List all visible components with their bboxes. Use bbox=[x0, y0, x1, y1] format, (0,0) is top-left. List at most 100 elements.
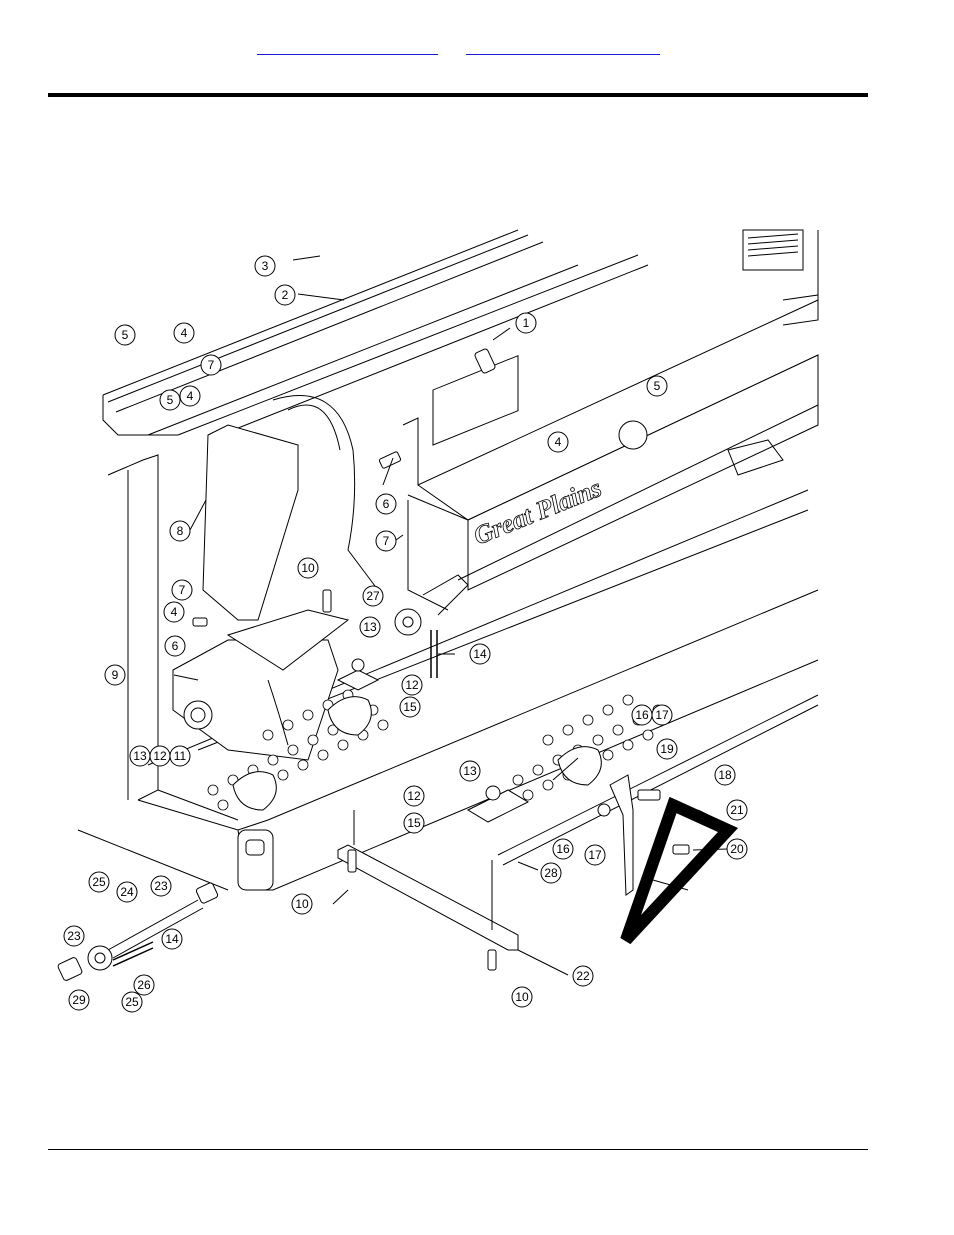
svg-text:29: 29 bbox=[72, 993, 86, 1007]
callout-21: 21 bbox=[727, 800, 747, 820]
callout-7c: 7 bbox=[172, 580, 192, 600]
svg-text:24: 24 bbox=[120, 885, 134, 899]
svg-text:22: 22 bbox=[576, 969, 590, 983]
svg-text:14: 14 bbox=[473, 647, 487, 661]
svg-text:16: 16 bbox=[556, 842, 570, 856]
callout-16a: 16 bbox=[632, 705, 652, 725]
gearbox bbox=[173, 610, 348, 760]
svg-text:10: 10 bbox=[515, 990, 529, 1004]
footer-rule bbox=[48, 1149, 868, 1150]
svg-text:17: 17 bbox=[588, 848, 602, 862]
svg-text:10: 10 bbox=[295, 897, 309, 911]
svg-text:4: 4 bbox=[187, 389, 194, 403]
svg-text:13: 13 bbox=[133, 749, 147, 763]
callout-16b: 16 bbox=[553, 839, 573, 859]
callout-7b: 7 bbox=[376, 531, 396, 551]
callout-6b: 6 bbox=[165, 636, 185, 656]
callout-4c: 4 bbox=[548, 432, 568, 452]
header-link-1[interactable] bbox=[257, 40, 438, 55]
callout-1: 1 bbox=[516, 313, 536, 333]
callout-13b: 13 bbox=[130, 746, 150, 766]
callout-3: 3 bbox=[255, 256, 275, 276]
hopper: Great Plains bbox=[403, 230, 818, 610]
parts-diagram: Great Plains bbox=[48, 190, 838, 1030]
callout-22: 22 bbox=[573, 966, 593, 986]
callout-11: 11 bbox=[170, 746, 190, 766]
callout-23b: 23 bbox=[64, 926, 84, 946]
callout-4d: 4 bbox=[164, 602, 184, 622]
callout-15a: 15 bbox=[400, 697, 420, 717]
callout-10b: 10 bbox=[292, 894, 312, 914]
svg-text:15: 15 bbox=[403, 700, 417, 714]
svg-text:20: 20 bbox=[730, 842, 744, 856]
callout-25b: 25 bbox=[122, 992, 142, 1012]
svg-text:7: 7 bbox=[208, 358, 215, 372]
svg-text:10: 10 bbox=[301, 561, 315, 575]
svg-text:17: 17 bbox=[655, 708, 669, 722]
chain-guard bbox=[203, 396, 378, 620]
callout-5b: 5 bbox=[160, 390, 180, 410]
svg-text:7: 7 bbox=[383, 534, 390, 548]
svg-text:12: 12 bbox=[153, 749, 167, 763]
callout-8: 8 bbox=[170, 521, 190, 541]
callout-15b: 15 bbox=[404, 813, 424, 833]
callout-9: 9 bbox=[105, 665, 125, 685]
callout-6a: 6 bbox=[376, 494, 396, 514]
callout-5c: 5 bbox=[647, 376, 667, 396]
callout-17b: 17 bbox=[585, 845, 605, 865]
svg-text:25: 25 bbox=[125, 995, 139, 1009]
svg-text:19: 19 bbox=[660, 742, 674, 756]
svg-text:5: 5 bbox=[654, 379, 661, 393]
svg-text:6: 6 bbox=[172, 639, 179, 653]
callout-28: 28 bbox=[541, 863, 561, 883]
svg-text:1: 1 bbox=[523, 316, 530, 330]
callout-26: 26 bbox=[134, 975, 154, 995]
svg-text:4: 4 bbox=[181, 326, 188, 340]
callout-19: 19 bbox=[657, 739, 677, 759]
drive-chain bbox=[431, 630, 437, 678]
callout-4a: 4 bbox=[174, 323, 194, 343]
svg-text:23: 23 bbox=[67, 929, 81, 943]
svg-text:12: 12 bbox=[407, 789, 421, 803]
header-link-2[interactable] bbox=[466, 40, 660, 55]
svg-text:16: 16 bbox=[635, 708, 649, 722]
callout-13a: 13 bbox=[360, 617, 380, 637]
svg-text:5: 5 bbox=[167, 393, 174, 407]
svg-text:18: 18 bbox=[718, 768, 732, 782]
callout-23a: 23 bbox=[151, 876, 171, 896]
callout-12c: 12 bbox=[404, 786, 424, 806]
svg-text:14: 14 bbox=[165, 932, 179, 946]
svg-text:2: 2 bbox=[282, 288, 289, 302]
callout-2: 2 bbox=[275, 285, 295, 305]
svg-text:26: 26 bbox=[137, 978, 151, 992]
lower-bracket bbox=[338, 810, 518, 950]
callout-18: 18 bbox=[715, 765, 735, 785]
callout-27: 27 bbox=[363, 586, 383, 606]
callout-29: 29 bbox=[69, 990, 89, 1010]
svg-text:5: 5 bbox=[122, 328, 129, 342]
svg-text:15: 15 bbox=[407, 816, 421, 830]
callout-14a: 14 bbox=[470, 644, 490, 664]
callout-10c: 10 bbox=[512, 987, 532, 1007]
callout-4b: 4 bbox=[180, 386, 200, 406]
svg-text:21: 21 bbox=[730, 803, 744, 817]
svg-text:25: 25 bbox=[92, 875, 106, 889]
header-rule bbox=[48, 93, 868, 97]
svg-text:4: 4 bbox=[171, 605, 178, 619]
svg-text:6: 6 bbox=[383, 497, 390, 511]
callout-14b: 14 bbox=[162, 929, 182, 949]
svg-text:12: 12 bbox=[405, 678, 419, 692]
svg-text:28: 28 bbox=[544, 866, 558, 880]
callout-20: 20 bbox=[727, 839, 747, 859]
callout-10a: 10 bbox=[298, 558, 318, 578]
svg-text:11: 11 bbox=[174, 749, 187, 763]
callout-5a: 5 bbox=[115, 325, 135, 345]
callout-12a: 12 bbox=[402, 675, 422, 695]
svg-text:3: 3 bbox=[262, 259, 269, 273]
smv-bracket bbox=[598, 775, 633, 895]
svg-text:7: 7 bbox=[179, 583, 186, 597]
svg-text:13: 13 bbox=[463, 764, 477, 778]
bearing-plate bbox=[338, 659, 528, 822]
callout-7a: 7 bbox=[201, 355, 221, 375]
callout-25a: 25 bbox=[89, 872, 109, 892]
